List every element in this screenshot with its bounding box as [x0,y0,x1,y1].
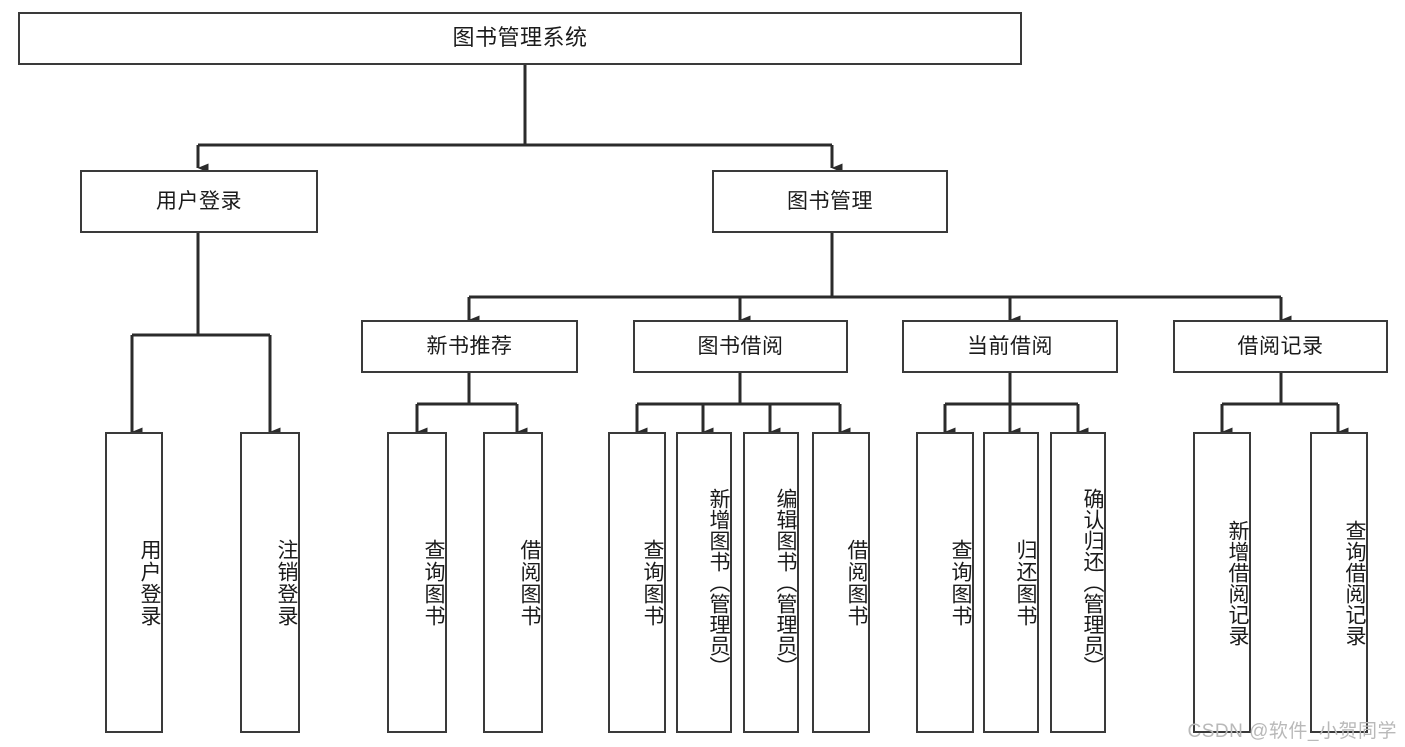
leaf-current-borrow-return[interactable]: 归还图书 [983,432,1039,733]
leaf-current-borrow-query[interactable]: 查询图书 [916,432,974,733]
leaf-book-borrow-add[interactable]: 新增图书（管理员） [676,432,732,733]
node-root-system[interactable]: 图书管理系统 [18,12,1022,65]
leaf-user-login-login[interactable]: 用户登录 [105,432,163,733]
leaf-book-borrow-edit[interactable]: 编辑图书（管理员） [743,432,799,733]
node-book-borrow[interactable]: 图书借阅 [633,320,848,373]
node-new-book-recommend[interactable]: 新书推荐 [361,320,578,373]
leaf-new-book-query[interactable]: 查询图书 [387,432,447,733]
leaf-new-book-borrow[interactable]: 借阅图书 [483,432,543,733]
leaf-borrow-record-query[interactable]: 查询借阅记录 [1310,432,1368,733]
watermark-text: CSDN @软件_小贺同学 [1187,721,1397,742]
node-book-management[interactable]: 图书管理 [712,170,948,233]
leaf-book-borrow-borrow[interactable]: 借阅图书 [812,432,870,733]
node-current-borrow[interactable]: 当前借阅 [902,320,1118,373]
node-user-login[interactable]: 用户登录 [80,170,318,233]
leaf-current-borrow-confirm-return[interactable]: 确认归还（管理员） [1050,432,1106,733]
leaf-book-borrow-query[interactable]: 查询图书 [608,432,666,733]
leaf-borrow-record-add[interactable]: 新增借阅记录 [1193,432,1251,733]
leaf-user-login-logout[interactable]: 注销登录 [240,432,300,733]
node-borrow-record[interactable]: 借阅记录 [1173,320,1388,373]
